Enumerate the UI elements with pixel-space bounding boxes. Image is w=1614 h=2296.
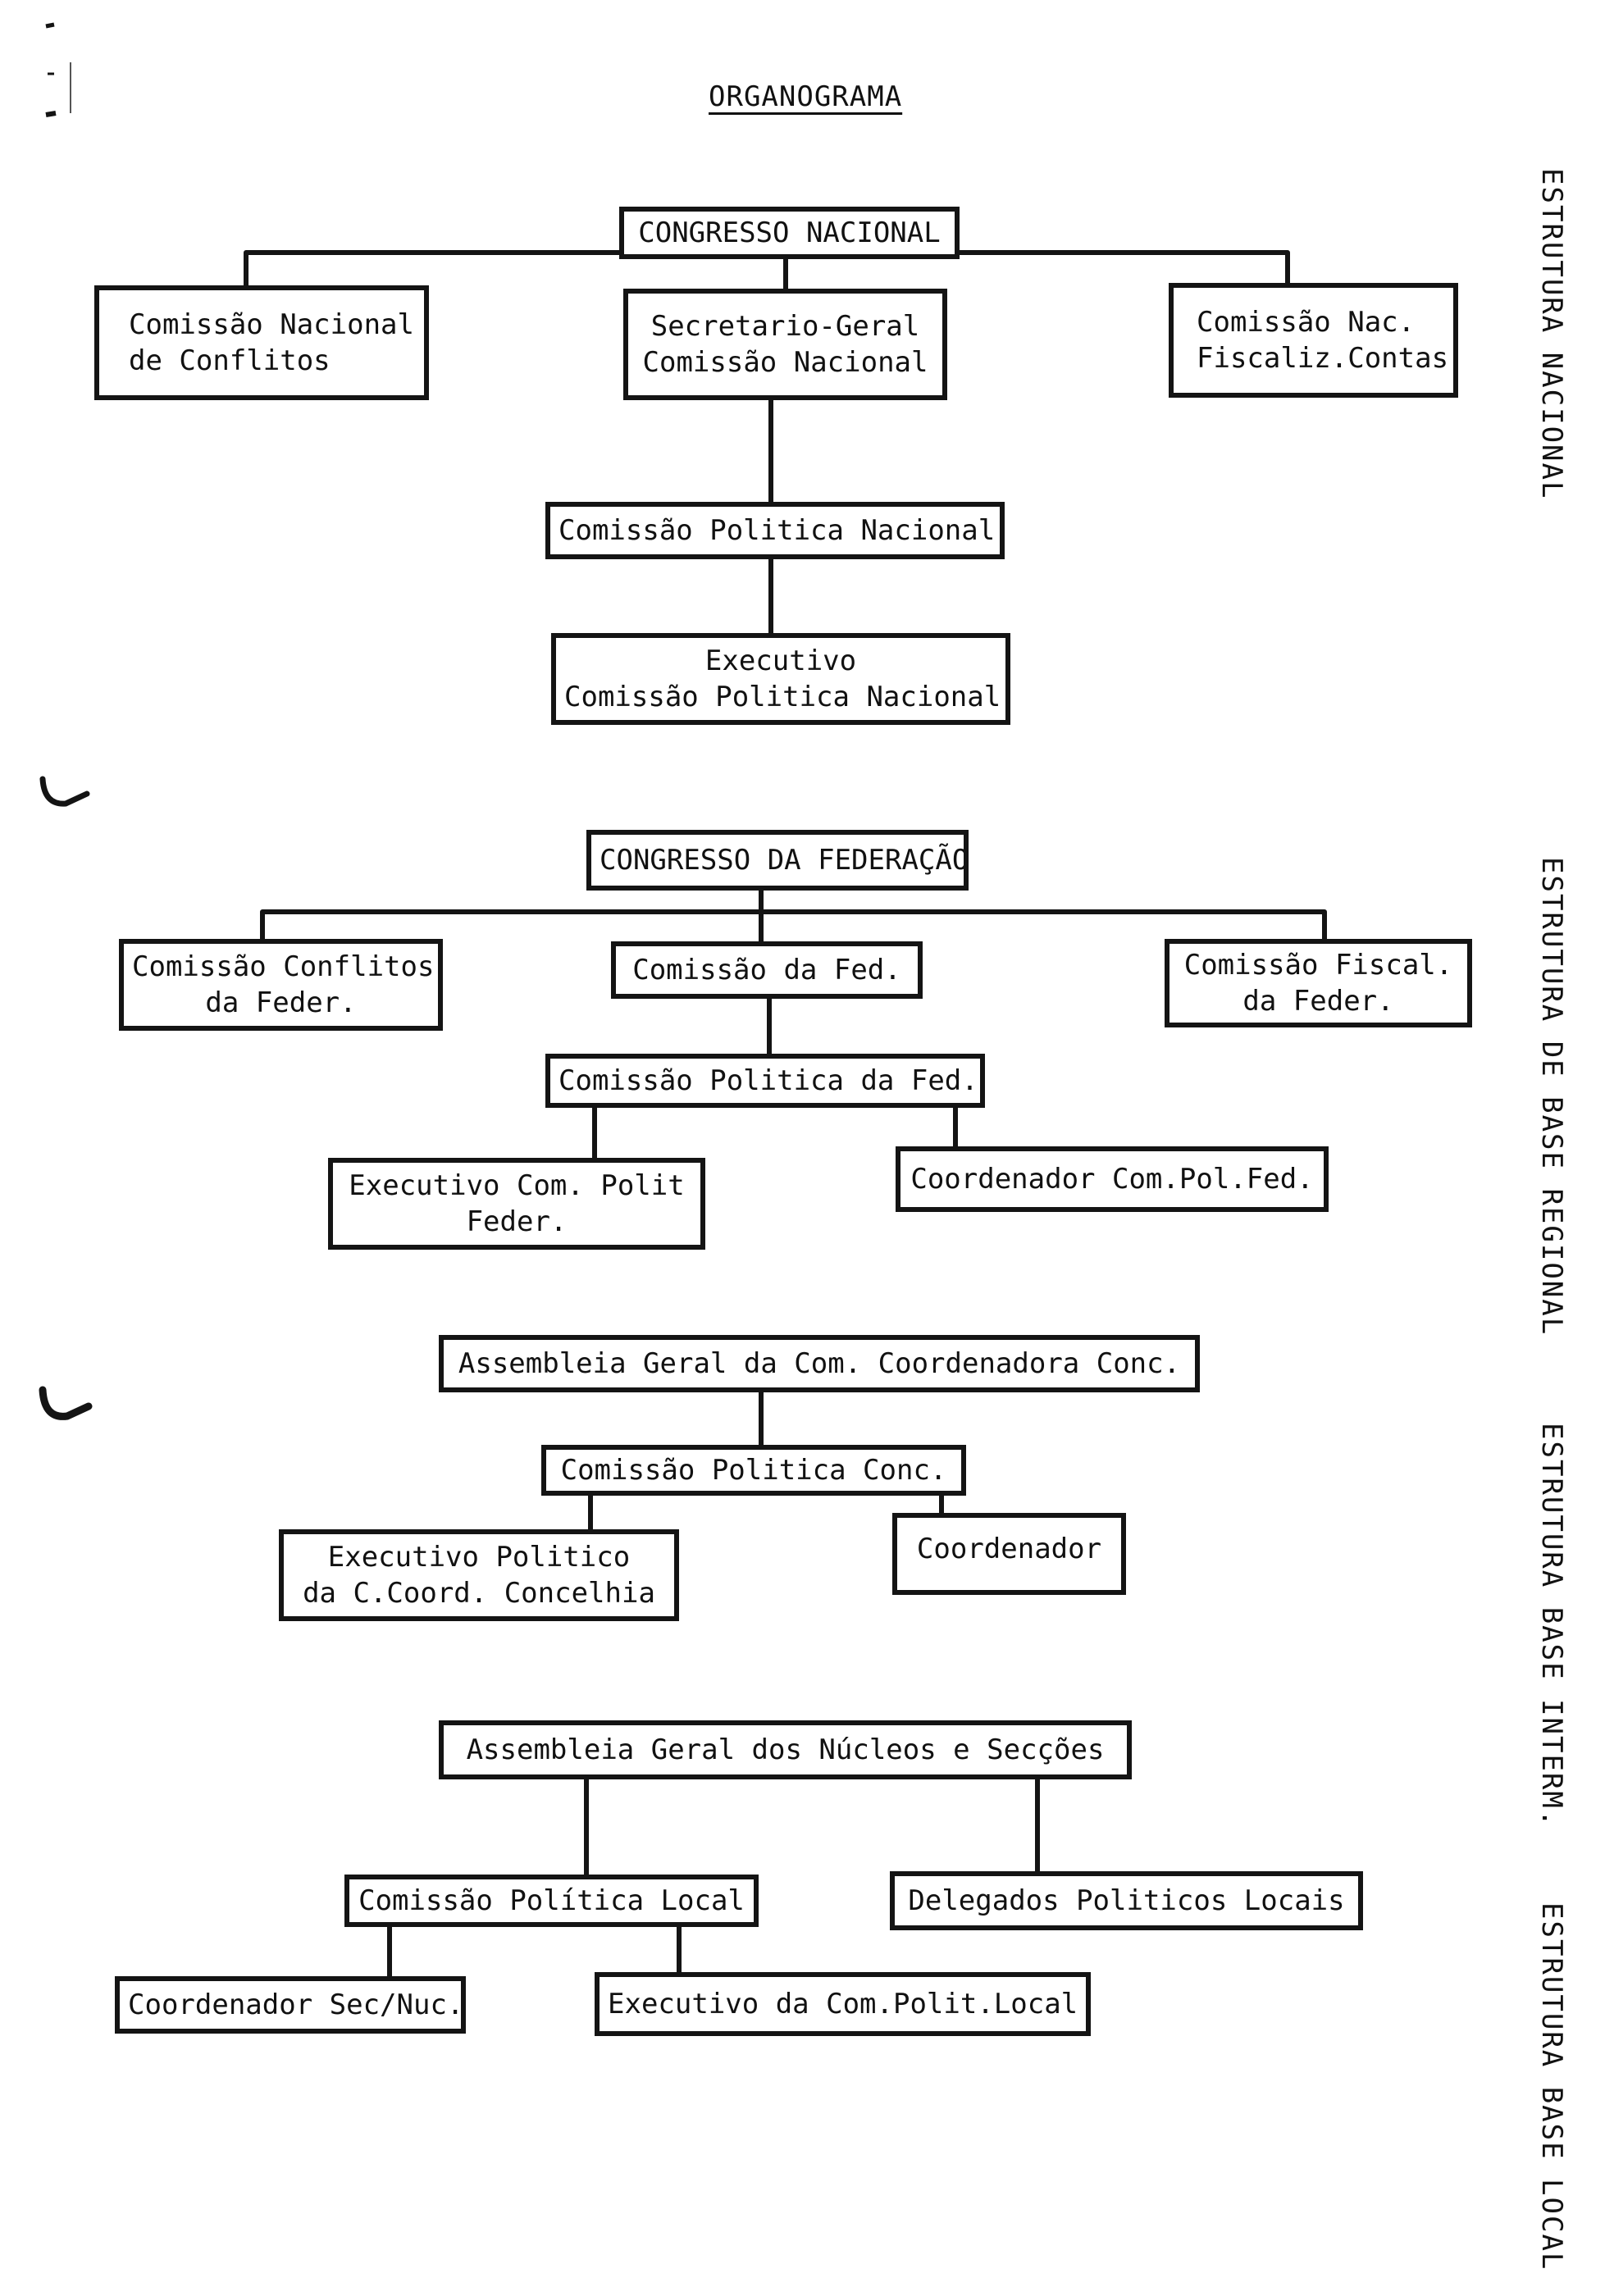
box-coordenador-sec-nuc: Coordenador Sec/Nuc. [115,1976,466,2034]
box-text-line: Executivo da Com.Polit.Local [608,1988,1078,2020]
box-text-line: Executivo Com. Polit [349,1169,685,1202]
box-text-line: Comissão Política Local [358,1884,745,1917]
box-secretario-geral: Secretario-Geral Comissão Nacional [623,289,947,400]
box-comissao-conflitos-feder: Comissão Conflitos da Feder. [119,939,443,1031]
box-assembleia-geral-com-coordenadora: Assembleia Geral da Com. Coordenadora Co… [439,1335,1200,1392]
box-text-line: de Conflitos [129,344,331,377]
box-text-line: Assembleia Geral dos Núcleos e Secções [466,1733,1105,1766]
box-executivo-politico-c-coord: Executivo Politico da C.Coord. Concelhia [279,1529,679,1621]
box-text-line: Coordenador Sec/Nuc. [128,1988,464,2021]
box-text-line: Comissão Politica Nacional [559,514,996,547]
box-text-line: Coordenador Com.Pol.Fed. [910,1163,1314,1196]
box-comissao-fiscal-feder: Comissão Fiscal. da Feder. [1165,939,1472,1027]
box-text-line: Comissão Nacional [129,308,414,341]
box-text-line: da Feder. [1242,985,1394,1018]
box-text-line: Comissão Nac. [1197,306,1416,339]
box-text-line: Comissão Politica da Fed. [559,1064,978,1097]
binder-mark-icon [39,1386,93,1420]
connector [957,250,1290,288]
box-coordenador-com-pol-fed: Coordenador Com.Pol.Fed. [896,1146,1329,1212]
box-executivo-com-polit-local: Executivo da Com.Polit.Local [595,1972,1091,2036]
page-title: ORGANOGRAMA [709,80,903,113]
box-text-line: Comissão Fiscal. [1183,949,1453,982]
box-comissao-politica-fed: Comissão Politica da Fed. [545,1054,985,1108]
box-text-line: Coordenador [916,1533,1102,1565]
box-coordenador: Coordenador [892,1513,1126,1595]
box-executivo-comissao-politica-nacional: Executivo Comissão Politica Nacional [551,633,1010,725]
box-text-line: Delegados Politicos Locais [908,1884,1345,1917]
connector [244,250,622,294]
box-text-line: Comissão Conflitos [132,950,435,983]
box-comissao-nacional-conflitos: Comissão Nacional de Conflitos [94,285,429,400]
box-congresso-federacao: CONGRESSO DA FEDERAÇÃO [586,830,969,891]
box-text-line: Executivo Politico [327,1541,631,1574]
box-text-line: Feder. [466,1205,568,1238]
connector [759,909,1327,944]
box-comissao-da-fed: Comissão da Fed. [611,941,923,999]
box-comissao-politica-nacional: Comissão Politica Nacional [545,502,1005,559]
box-text-line: CONGRESSO NACIONAL [638,216,941,249]
section-label-estrutura-base-local: ESTRUTURA BASE LOCAL [1535,1902,1568,2271]
box-text-line: Executivo [704,645,857,677]
box-text-line: Comissão da Fed. [632,954,901,986]
section-label-estrutura-base-regional: ESTRUTURA DE BASE REGIONAL [1535,857,1568,1337]
box-text-line: da C.Coord. Concelhia [303,1577,655,1610]
box-text-line: Assembleia Geral da Com. Coordenadora Co… [458,1347,1181,1380]
box-congresso-nacional: CONGRESSO NACIONAL [619,207,960,259]
box-assembleia-geral-nucleos-seccoes: Assembleia Geral dos Núcleos e Secções [439,1720,1132,1779]
scan-edge-mark-icon [45,22,71,117]
box-text-line: Fiscaliz.Contas [1197,342,1449,375]
box-text-line: Comissão Politica Nacional [564,681,1001,713]
box-delegados-politicos-locais: Delegados Politicos Locais [890,1871,1363,1930]
box-comissao-politica-local: Comissão Política Local [344,1875,759,1927]
section-label-estrutura-base-interm: ESTRUTURA BASE INTERM. [1535,1423,1568,1829]
box-comissao-politica-conc: Comissão Politica Conc. [541,1445,966,1496]
connector [260,883,764,944]
box-text-line: Secretario-Geral [650,310,920,343]
box-text-line: Comissão Nacional [642,346,928,379]
binder-mark-icon [39,776,90,807]
box-executivo-com-polit-feder: Executivo Com. Polit Feder. [328,1158,705,1250]
box-text-line: CONGRESSO DA FEDERAÇÃO [600,844,969,877]
box-comissao-nac-fiscaliz-contas: Comissão Nac. Fiscaliz.Contas [1169,283,1458,398]
box-text-line: da Feder. [205,986,357,1019]
box-text-line: Comissão Politica Conc. [560,1454,947,1487]
section-label-estrutura-nacional: ESTRUTURA NACIONAL [1535,168,1568,500]
